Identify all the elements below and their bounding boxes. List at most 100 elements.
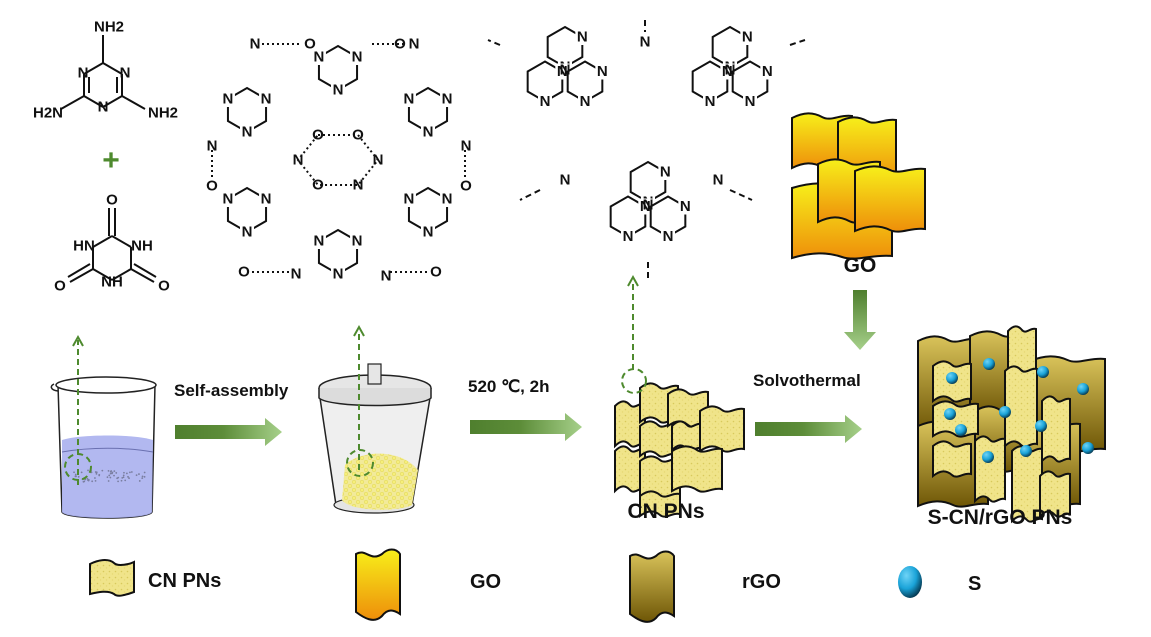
precipitate-dot: [127, 476, 129, 478]
cyanuric-o-top: O: [106, 192, 118, 209]
atom-label: O: [304, 36, 316, 53]
precipitate-dot: [123, 475, 125, 477]
atom-label: N: [725, 62, 736, 79]
cn-sheet: [975, 436, 1005, 501]
atom-label: O: [206, 178, 218, 195]
heptazine-unit: NNNNNNN: [528, 27, 610, 110]
precipitate-dot: [121, 477, 123, 479]
s-cn-rgo-composite: [918, 326, 1105, 521]
precipitate-dot: [96, 471, 98, 473]
sulfur-sphere: [999, 406, 1011, 418]
sulfur-sphere-icon: [898, 566, 922, 598]
cyanuric-o-left: O: [54, 278, 66, 295]
melamine-nh2-top: NH2: [94, 19, 124, 36]
sulfur-sphere: [946, 372, 958, 384]
melamine-n1: N: [78, 65, 89, 82]
atom-label: N: [423, 124, 434, 141]
precipitate-dot: [75, 474, 77, 476]
atom-label: N: [381, 268, 392, 285]
precipitate-dot: [96, 473, 98, 475]
cn-sheet: [1005, 366, 1037, 446]
legend-item-cn-pns: CN PNs: [90, 560, 221, 596]
network-extension: [730, 190, 752, 200]
atom-label: O: [460, 178, 472, 195]
atom-label: N: [643, 197, 654, 214]
precipitate-dot: [144, 472, 146, 474]
atom-label: N: [352, 233, 363, 250]
hydrogen-bond-ring: [298, 135, 378, 185]
precipitate-dot: [108, 475, 110, 477]
atom-label: N: [660, 164, 671, 181]
atom-label: O: [312, 127, 324, 144]
precipitate-dot: [83, 481, 85, 483]
cn-sheet: [672, 446, 722, 491]
precipitate-dot: [107, 476, 109, 478]
cyanuric-nh-right: NH: [131, 238, 153, 255]
sulfur-sphere: [1082, 442, 1094, 454]
network-extension: [520, 190, 540, 200]
atom-label: N: [663, 228, 674, 245]
precipitate-dot: [98, 475, 100, 477]
legend-item-go: GO: [356, 550, 501, 620]
atom-label: N: [293, 152, 304, 169]
heptazine-network: NNNNNNNNNNNNNNNNNNNNNNNN: [488, 20, 805, 278]
arrow-calcination: [470, 413, 582, 441]
precipitate-dot: [139, 480, 141, 482]
cyanuric-hn: HN: [73, 238, 95, 255]
precipitate-dot: [124, 479, 126, 481]
precipitate-dot: [78, 476, 80, 478]
precipitate-dot: [91, 480, 93, 482]
atom-label: N: [461, 138, 472, 155]
legend-item-rgo: rGO: [630, 552, 781, 622]
plus-sign: +: [102, 144, 120, 177]
go-sheet-icon: [356, 550, 400, 620]
atom-label: N: [577, 29, 588, 46]
arrow-solvothermal: [755, 415, 862, 443]
sulfur-sphere: [1077, 383, 1089, 395]
legend-label-rgo: rGO: [742, 571, 781, 593]
cyanuric-acid-structure: O O O HN NH NH: [54, 192, 170, 295]
atom-label: O: [394, 36, 406, 53]
legend-label-go: GO: [470, 571, 501, 593]
precipitate-dot: [141, 477, 143, 479]
cn-sheet: [700, 406, 744, 451]
precipitate-dot: [117, 477, 119, 479]
network-extension: [790, 40, 805, 45]
atom-label: N: [442, 191, 453, 208]
atom-label: N: [353, 177, 364, 194]
bridge-nitrogen: N: [640, 34, 651, 51]
product-label-composite: S-CN/rGO PNs: [928, 506, 1073, 529]
atom-label: N: [242, 124, 253, 141]
precipitate-dot: [136, 474, 138, 476]
network-extension: [488, 40, 500, 45]
atom-label: N: [597, 63, 608, 80]
atom-label: N: [352, 49, 363, 66]
atom-label: N: [333, 266, 344, 283]
product-label-go: GO: [844, 254, 877, 277]
cn-sheet: [1042, 396, 1070, 461]
precipitate-dot: [129, 471, 131, 473]
precipitate-dot: [108, 480, 110, 482]
sulfur-sphere: [982, 451, 994, 463]
sulfur-sphere: [1020, 445, 1032, 457]
precipitate-dot: [88, 480, 90, 482]
heptazine-unit: NNNNNNN: [693, 27, 775, 110]
precipitate-dot: [75, 475, 77, 477]
legend-item-sulfur: S: [898, 566, 981, 598]
atom-label: N: [680, 198, 691, 215]
go-stack: [792, 113, 925, 258]
atom-label: N: [261, 191, 272, 208]
atom-label: N: [250, 36, 261, 53]
atom-label: N: [223, 91, 234, 108]
atom-label: N: [745, 93, 756, 110]
atom-label: N: [623, 228, 634, 245]
atom-label: O: [238, 264, 250, 281]
precipitate-dot: [113, 470, 115, 472]
atom-label: N: [404, 191, 415, 208]
precipitate-dot: [73, 471, 75, 473]
precipitate-dot: [126, 473, 128, 475]
atom-label: N: [560, 62, 571, 79]
step-label-calcination: 520 ℃, 2h: [468, 377, 549, 396]
bridge-nitrogen: N: [560, 172, 571, 189]
